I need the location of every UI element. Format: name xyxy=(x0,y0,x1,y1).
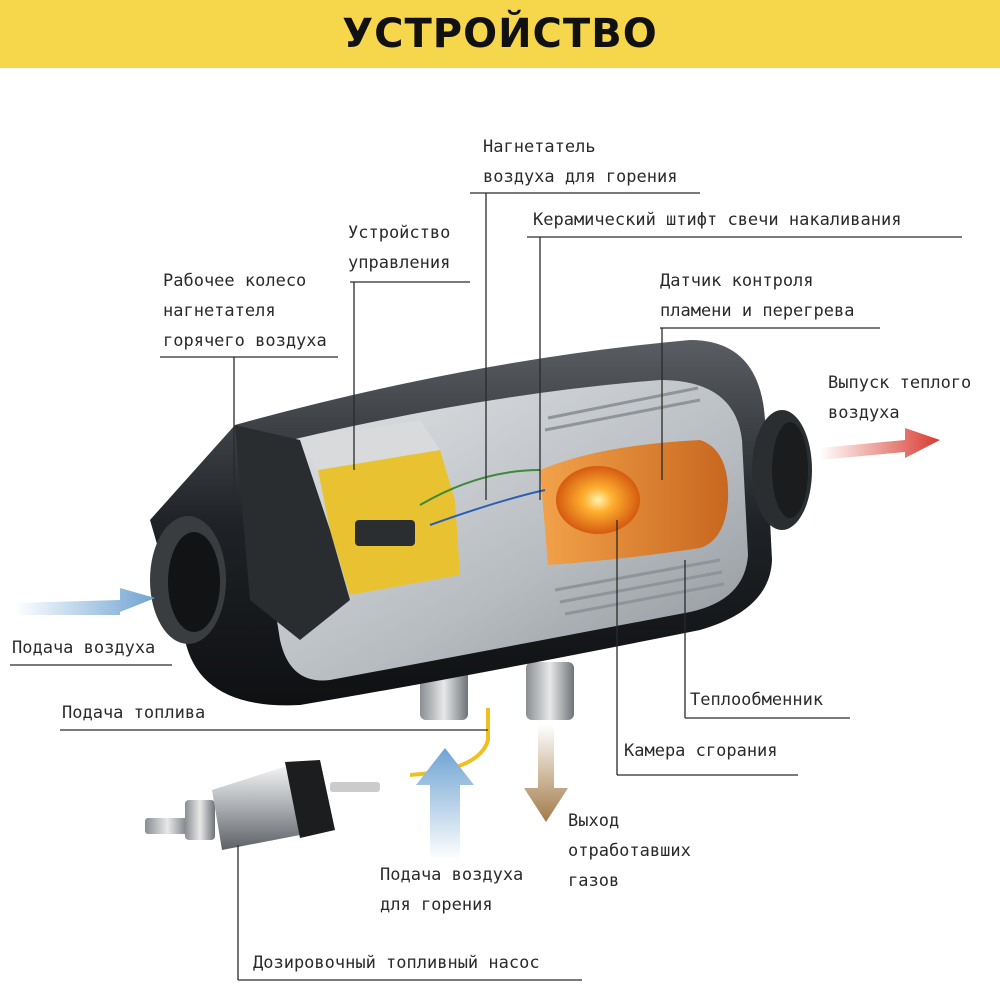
heat-exchanger-fins xyxy=(544,386,725,616)
pipe-exhaust xyxy=(526,662,574,720)
label-flame-sensor: Датчик контроля пламени и перегрева xyxy=(660,271,855,321)
combustion-air-arrow xyxy=(416,748,474,860)
label-control-unit: Устройство управления xyxy=(348,223,451,273)
label-glow-pin: Керамический штифт свечи накаливания xyxy=(533,210,902,230)
warm-air-arrow xyxy=(820,428,940,460)
flame-icon xyxy=(556,466,640,534)
exhaust-arrow xyxy=(524,725,568,822)
connector xyxy=(355,520,415,546)
heater-body xyxy=(150,340,812,720)
label-fuel-pump: Дозировочный топливный насос xyxy=(253,953,540,973)
leader-lines xyxy=(10,192,962,981)
fuel-pump xyxy=(145,760,380,850)
label-fuel-supply: Подача топлива xyxy=(62,703,206,723)
page-title: УСТРОЙСТВО xyxy=(342,11,658,57)
label-exhaust: Выход отработавших газов xyxy=(568,811,691,891)
label-heat-exchanger: Теплообменник xyxy=(690,690,824,710)
hot-air-impeller xyxy=(235,425,350,640)
label-air-in: Подача воздуха xyxy=(12,638,156,658)
label-impeller: Рабочее колесо нагнетателя горячего возд… xyxy=(163,271,327,351)
label-warm-air-out: Выпуск теплого воздуха xyxy=(828,373,972,423)
air-inlet-arrow xyxy=(15,588,155,615)
label-blower-air: Нагнетатель воздуха для горения xyxy=(483,137,678,187)
label-combustion-chamber: Камера сгорания xyxy=(624,741,778,761)
header-banner: УСТРОЙСТВО xyxy=(0,0,1000,68)
label-combustion-air: Подача воздуха для горения xyxy=(380,865,524,915)
